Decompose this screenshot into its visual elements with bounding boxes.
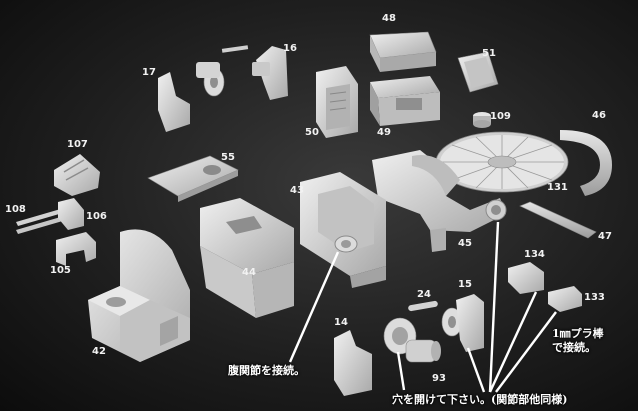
part-label-15: 15 xyxy=(458,279,472,290)
part-108-pins xyxy=(16,208,66,234)
part-label-43: 43 xyxy=(290,185,304,196)
part-label-48: 48 xyxy=(382,13,396,24)
part-label-45: 45 xyxy=(458,238,472,249)
part-label-47: 47 xyxy=(598,231,612,242)
part-17-arm xyxy=(158,72,190,132)
part-label-106: 106 xyxy=(86,211,107,222)
rod-note: 1㎜プラ棒 で接続。 xyxy=(552,327,604,355)
part-label-24: 24 xyxy=(417,289,431,300)
part-15-joint xyxy=(441,294,484,352)
callout-lines xyxy=(288,221,557,393)
part-109-cylinder xyxy=(473,112,491,128)
part-42-lower-torso xyxy=(88,229,190,362)
part-134-block xyxy=(508,262,544,294)
hole-note: 穴を開けて下さい。(関節部他同様) xyxy=(392,393,568,406)
hip-joint-note: 腹関節を接続。 xyxy=(228,364,305,377)
part-label-44: 44 xyxy=(242,267,256,278)
part-45-frame xyxy=(372,150,507,252)
part-label-16: 16 xyxy=(283,43,297,54)
part-131-fan-disc xyxy=(435,131,569,193)
part-55-plate xyxy=(147,155,239,202)
part-48-cover xyxy=(369,31,437,72)
part-label-42: 42 xyxy=(92,346,106,357)
part-47-strip xyxy=(519,201,597,239)
part-44-frame xyxy=(200,198,294,318)
part-24-pin xyxy=(408,300,438,312)
part-133-block xyxy=(548,286,582,312)
part-93-joint xyxy=(383,317,441,363)
rod-note-line2: で接続。 xyxy=(552,340,596,354)
part-106-block xyxy=(58,198,84,230)
part-107-block xyxy=(54,154,100,196)
part-label-55: 55 xyxy=(221,152,235,163)
part-16-joint xyxy=(196,45,288,100)
part-label-49: 49 xyxy=(377,127,391,138)
part-43-body-frame xyxy=(300,172,386,288)
part-label-17: 17 xyxy=(142,67,156,78)
part-14-block xyxy=(334,330,372,396)
part-49-box xyxy=(370,76,440,126)
part-label-50: 50 xyxy=(305,127,319,138)
part-label-109: 109 xyxy=(490,111,511,122)
part-label-133: 133 xyxy=(584,292,605,303)
rod-note-line1: 1㎜プラ棒 xyxy=(552,327,604,340)
part-51-plate xyxy=(457,51,499,93)
part-label-107: 107 xyxy=(67,139,88,150)
part-label-105: 105 xyxy=(50,265,71,276)
part-label-46: 46 xyxy=(592,110,606,121)
part-label-14: 14 xyxy=(334,317,348,328)
part-label-93: 93 xyxy=(432,373,446,384)
part-46-ring xyxy=(560,130,612,196)
part-50-panel xyxy=(316,66,358,138)
part-label-134: 134 xyxy=(524,249,545,260)
part-105-bracket xyxy=(56,232,96,266)
part-label-131: 131 xyxy=(547,182,568,193)
part-label-51: 51 xyxy=(482,48,496,59)
part-label-108: 108 xyxy=(5,204,26,215)
